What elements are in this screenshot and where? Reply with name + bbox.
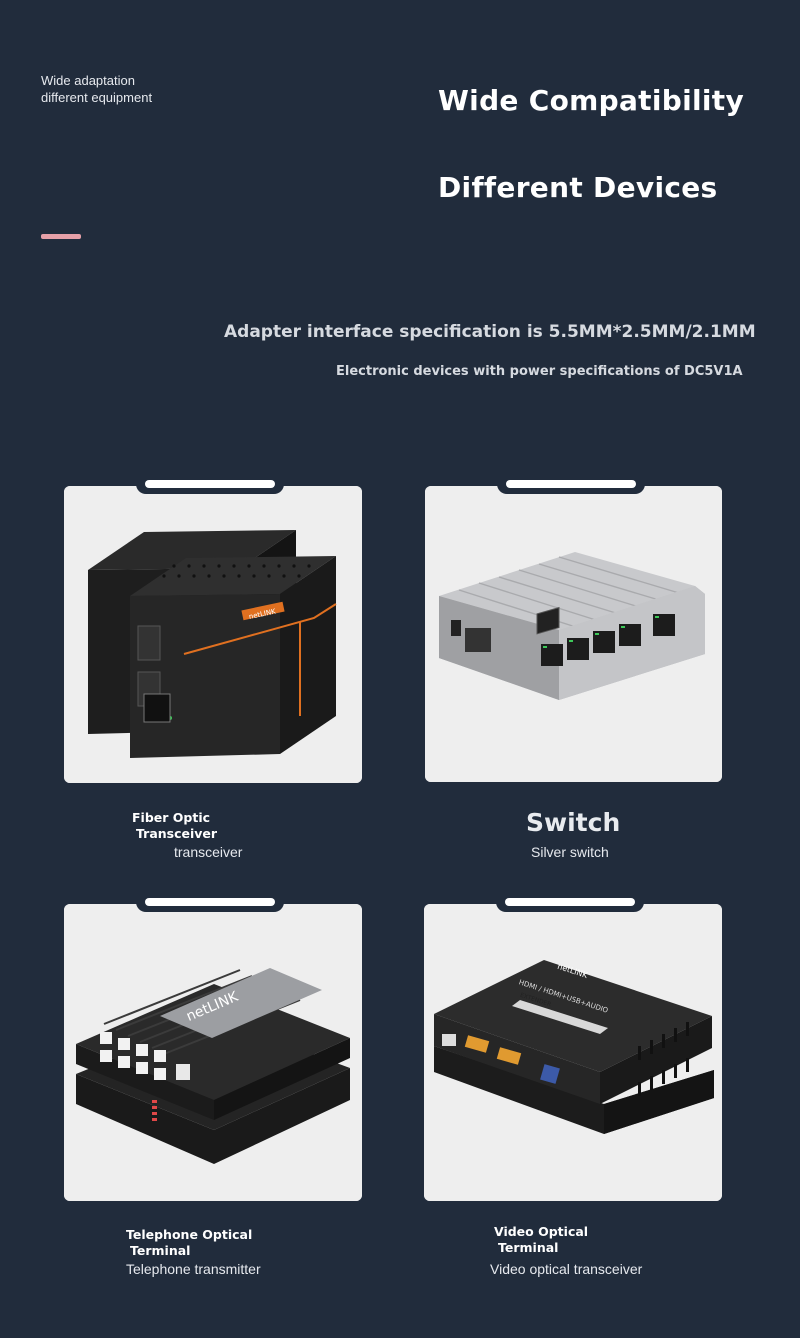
label-switch-subtitle: Silver switch bbox=[531, 844, 609, 860]
headline-line-1: Wide Compatibility bbox=[438, 84, 745, 117]
product-card-switch bbox=[425, 486, 722, 782]
spec-power: Electronic devices with power specificat… bbox=[336, 364, 743, 379]
card-notch bbox=[136, 480, 284, 494]
label-video-title-2: Terminal bbox=[498, 1240, 559, 1255]
card-notch bbox=[497, 480, 645, 494]
label-fiber-title-1: Fiber Optic bbox=[132, 810, 211, 825]
product-card-fiber: netLINK bbox=[64, 486, 362, 783]
label-telephone-title-1: Telephone Optical bbox=[126, 1227, 253, 1242]
spec-adapter: Adapter interface specification is 5.5MM… bbox=[224, 322, 756, 342]
label-fiber-title: Fiber Optic Transceiver bbox=[132, 810, 217, 842]
label-fiber-title-2: Transceiver bbox=[136, 826, 218, 841]
accent-bar bbox=[41, 234, 81, 239]
card-notch bbox=[496, 898, 644, 912]
video-terminal-image: EXTENDER HDMI / HDMI+USB+AUDIO netLINK bbox=[424, 904, 722, 1201]
label-fiber-subtitle: transceiver bbox=[174, 844, 243, 860]
headline-line-2: Different Devices bbox=[438, 171, 718, 204]
card-notch bbox=[136, 898, 284, 912]
tagline-line-2: different equipment bbox=[41, 90, 153, 105]
label-switch-title: Switch bbox=[526, 808, 621, 837]
tagline-line-1: Wide adaptation bbox=[41, 73, 135, 88]
label-telephone-title-2: Terminal bbox=[130, 1243, 191, 1258]
product-card-telephone: netLINK bbox=[64, 904, 362, 1201]
label-video-title: Video Optical Terminal bbox=[494, 1224, 588, 1256]
switch-image bbox=[425, 486, 722, 782]
fiber-transceiver-image: netLINK bbox=[64, 486, 362, 783]
product-card-video: EXTENDER HDMI / HDMI+USB+AUDIO netLINK bbox=[424, 904, 722, 1201]
tagline: Wide adaptation different equipment bbox=[41, 72, 152, 106]
telephone-terminal-image: netLINK bbox=[64, 904, 362, 1201]
label-video-subtitle: Video optical transceiver bbox=[490, 1261, 643, 1277]
label-video-title-1: Video Optical bbox=[494, 1224, 589, 1239]
label-telephone-subtitle: Telephone transmitter bbox=[126, 1261, 261, 1277]
label-telephone-title: Telephone Optical Terminal bbox=[126, 1227, 252, 1259]
